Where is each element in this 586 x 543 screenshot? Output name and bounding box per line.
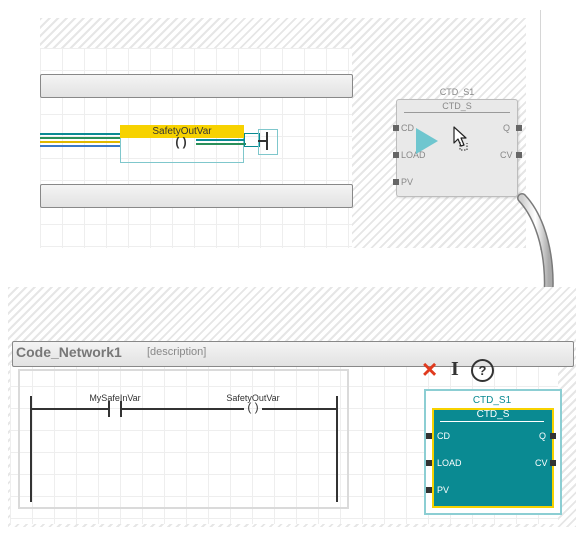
toolbox-pin-pv-label: PV xyxy=(401,177,414,187)
placed-pin-pv-label: PV xyxy=(437,485,450,495)
placed-block-type-name: CTD_S xyxy=(476,409,510,420)
hand-cursor-icon xyxy=(453,126,468,151)
play-triangle-icon xyxy=(416,128,438,154)
wire-top-yellow xyxy=(40,141,120,143)
placed-pin-pv[interactable] xyxy=(426,487,432,493)
rung-wire-middle xyxy=(122,408,244,410)
coil-wire-right-a xyxy=(196,139,244,141)
contact-right-bar[interactable] xyxy=(120,401,122,417)
toolbox-pin-q[interactable] xyxy=(516,125,522,131)
top-rail-stub xyxy=(258,140,266,142)
placed-pin-cd-label: CD xyxy=(437,431,450,441)
network-title[interactable]: Code_Network1 xyxy=(16,344,122,360)
top-network-footer-bar[interactable] xyxy=(40,184,353,208)
wire-top-green xyxy=(40,137,120,139)
contact-left-bar[interactable] xyxy=(108,401,110,417)
left-power-rail xyxy=(30,396,32,502)
help-icon[interactable]: ? xyxy=(471,359,494,382)
text-cursor-icon[interactable]: I xyxy=(451,358,459,380)
network-coil-variable-label: SafetyOutVar xyxy=(226,393,280,403)
coil-variable-label: SafetyOutVar xyxy=(152,126,212,137)
network-description[interactable]: [description] xyxy=(147,346,207,358)
coil-variable-highlight[interactable] xyxy=(120,125,244,138)
placed-pin-cv[interactable] xyxy=(550,460,556,466)
top-right-rail xyxy=(266,132,268,150)
delete-icon[interactable]: × xyxy=(422,354,438,384)
toolbox-pin-cv-label: CV xyxy=(500,150,513,160)
network-body-border xyxy=(18,369,349,509)
top-right-rail-box[interactable] xyxy=(258,129,278,155)
help-icon-glyph: ? xyxy=(478,363,487,378)
placed-pin-load[interactable] xyxy=(426,460,432,466)
placed-block-title-line xyxy=(440,421,544,422)
coil-wire-right-b xyxy=(196,143,246,145)
toolbox-block-type-name: CTD_S xyxy=(442,101,472,111)
placed-function-block[interactable] xyxy=(432,408,554,508)
placed-pin-cd[interactable] xyxy=(426,433,432,439)
rung-wire-right xyxy=(262,408,336,410)
toolbox-pin-load[interactable] xyxy=(393,152,399,158)
coil-symbol[interactable]: ( ) xyxy=(175,135,187,149)
network-coil-symbol[interactable]: ( ) xyxy=(247,400,259,414)
wire-top-teal xyxy=(40,133,120,135)
toolbox-pin-cv[interactable] xyxy=(516,152,522,158)
placed-pin-q[interactable] xyxy=(550,433,556,439)
toolbox-pin-q-label: Q xyxy=(503,123,511,133)
contact-variable-label: MySafeInVar xyxy=(89,393,141,403)
toolbox-pin-load-label: LOAD xyxy=(401,150,426,160)
placed-block-instance-name: CTD_S1 xyxy=(472,395,512,406)
right-power-rail xyxy=(336,396,338,502)
toolbox-pin-cd[interactable] xyxy=(393,125,399,131)
placed-pin-cv-label: CV xyxy=(535,458,548,468)
toolbox-block-instance-name: CTD_S1 xyxy=(439,87,475,97)
wire-top-blue xyxy=(40,145,120,147)
rung-wire-left xyxy=(32,408,108,410)
placed-pin-q-label: Q xyxy=(539,431,547,441)
top-right-divider xyxy=(540,10,541,250)
toolbox-pin-pv[interactable] xyxy=(393,179,399,185)
toolbox-block-title-line xyxy=(404,112,510,113)
top-network-header-bar[interactable] xyxy=(40,74,353,98)
toolbox-pin-cd-label: CD xyxy=(401,123,414,133)
placed-pin-load-label: LOAD xyxy=(437,458,462,468)
